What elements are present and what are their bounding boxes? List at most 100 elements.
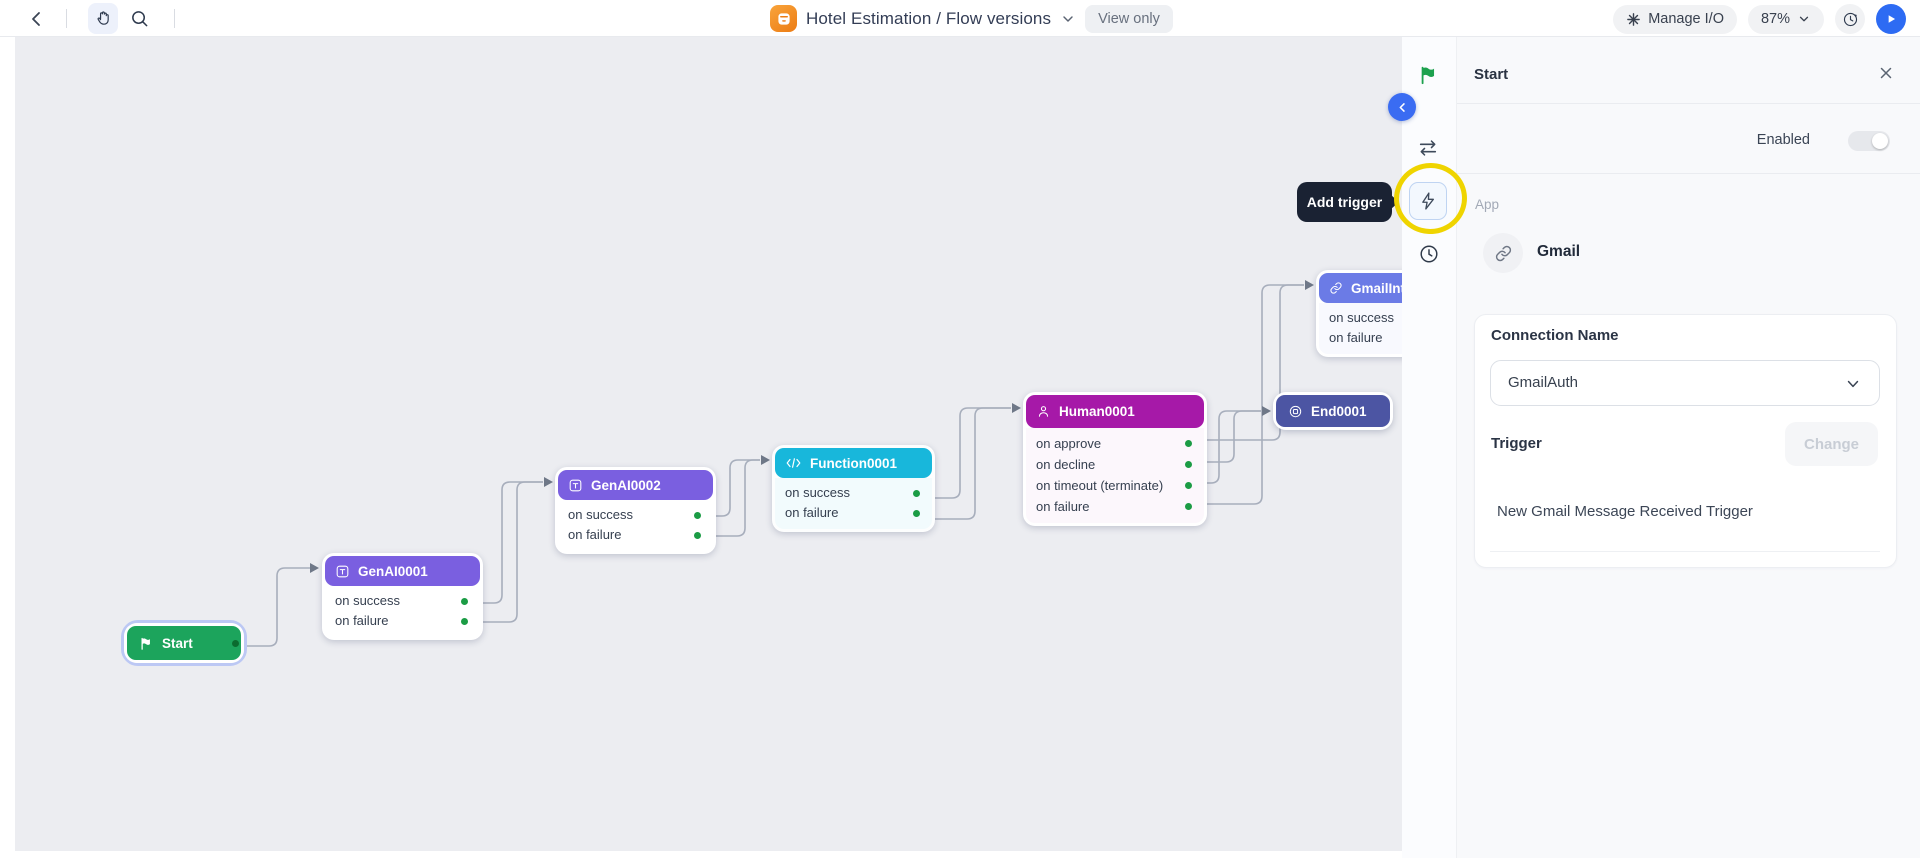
port-row[interactable]: on failure <box>325 611 480 631</box>
port-row[interactable]: on decline <box>1026 454 1204 475</box>
port-label: on failure <box>1329 330 1383 345</box>
title-chevron-down-icon[interactable] <box>1060 11 1076 27</box>
clock-icon <box>1420 245 1438 263</box>
port-row[interactable]: on success <box>558 505 713 525</box>
start-flag-indicator <box>1415 61 1443 89</box>
port-row[interactable]: on success <box>775 483 932 503</box>
change-trigger-button[interactable]: Change <box>1785 422 1878 466</box>
node-human0001[interactable]: Human0001 on approve on decline on timeo… <box>1023 392 1207 526</box>
trigger-label: Trigger <box>1491 435 1542 452</box>
history-button[interactable] <box>1835 4 1865 34</box>
port-dot[interactable] <box>1185 503 1192 510</box>
enabled-label: Enabled <box>1756 132 1810 148</box>
node-function0001[interactable]: Function0001 on success on failure <box>772 445 935 532</box>
breadcrumb: Hotel Estimation / Flow versions View on… <box>770 0 1173 37</box>
history-clock-icon <box>1843 12 1857 26</box>
collapse-panel-button[interactable] <box>1388 93 1416 121</box>
port-dot[interactable] <box>694 532 701 539</box>
port-row[interactable]: on failure <box>775 503 932 523</box>
node-genai0001[interactable]: GenAI0001 on success on failure <box>322 553 483 640</box>
code-icon <box>786 458 801 468</box>
selection-ring: Start <box>121 620 247 666</box>
port-dot[interactable] <box>694 512 701 519</box>
swap-arrows-icon <box>1419 140 1437 156</box>
port-dot[interactable] <box>1185 461 1192 468</box>
schedule-tool-button[interactable] <box>1416 241 1442 267</box>
flow-app-icon <box>770 5 797 32</box>
port-label: on success <box>568 507 634 522</box>
toggle-knob <box>1872 133 1888 149</box>
trigger-tool-button[interactable] <box>1409 182 1447 220</box>
hand-icon <box>96 11 109 25</box>
port-dot[interactable] <box>461 618 468 625</box>
person-icon <box>1038 406 1049 417</box>
port-label: on failure <box>785 505 839 520</box>
port-row[interactable]: on failure <box>1319 328 1402 348</box>
link-icon <box>1495 245 1511 261</box>
trigger-rail <box>1402 37 1457 858</box>
zoom-chevron-down-icon <box>1799 16 1809 22</box>
zoom-level-value: 87% <box>1760 11 1790 27</box>
close-panel-button[interactable] <box>1877 64 1897 84</box>
back-chevron-icon <box>32 11 40 26</box>
flag-icon <box>141 637 150 650</box>
back-button[interactable] <box>22 3 52 34</box>
port-row[interactable]: on approve <box>1026 433 1204 454</box>
search-button[interactable] <box>124 3 154 34</box>
port-dot[interactable] <box>461 598 468 605</box>
view-only-badge: View only <box>1085 4 1173 33</box>
toolbar-right-group: Manage I/O 87% <box>1613 4 1906 34</box>
port-dot[interactable] <box>1185 440 1192 447</box>
port-dot[interactable] <box>913 490 920 497</box>
add-trigger-tooltip[interactable]: Add trigger <box>1297 182 1399 222</box>
page-title: Hotel Estimation / Flow versions <box>806 8 1052 28</box>
port-label: on failure <box>568 527 622 542</box>
port-row[interactable]: on failure <box>558 525 713 545</box>
port-row[interactable]: on timeout (terminate) <box>1026 475 1204 496</box>
app-section-label: App <box>1475 197 1500 212</box>
hand-tool-button[interactable] <box>88 3 118 34</box>
enabled-toggle[interactable] <box>1848 131 1890 151</box>
run-button[interactable] <box>1876 4 1906 34</box>
node-gmailint[interactable]: GmailInt on success on failure <box>1316 270 1402 357</box>
input-arrow-icon <box>761 455 770 465</box>
node-label: GenAI0001 <box>358 563 428 579</box>
port-row[interactable]: on success <box>325 591 480 611</box>
port-label: on failure <box>335 613 389 628</box>
genai-icon <box>569 479 582 491</box>
play-icon <box>1888 15 1896 23</box>
node-label: Start <box>162 635 193 651</box>
manage-io-button[interactable]: Manage I/O <box>1613 4 1737 34</box>
node-start[interactable]: Start <box>124 623 244 663</box>
panel-title: Start <box>1474 66 1509 83</box>
port-row[interactable]: on failure <box>1026 496 1204 517</box>
node-end0001[interactable]: End0001 <box>1273 392 1393 430</box>
zoom-level-select[interactable]: 87% <box>1747 4 1824 34</box>
connector-lines <box>240 284 1304 647</box>
connection-select[interactable]: GmailAuth <box>1490 360 1880 406</box>
port-label: on success <box>1329 310 1395 325</box>
port-label: on failure <box>1036 499 1090 514</box>
port-dot[interactable] <box>1185 482 1192 489</box>
port-label: on success <box>785 485 851 500</box>
end-icon <box>1289 405 1302 417</box>
connection-name-label: Connection Name <box>1491 327 1619 344</box>
node-genai0002[interactable]: GenAI0002 on success on failure <box>555 467 716 554</box>
node-label: GmailInt <box>1351 280 1402 296</box>
input-arrow-icon <box>1305 280 1314 290</box>
port-label: on approve <box>1036 436 1102 451</box>
port-dot[interactable] <box>913 510 920 517</box>
output-port[interactable] <box>232 639 239 647</box>
flow-canvas[interactable]: Start GenAI0001 on success on failure Ge… <box>15 37 1402 851</box>
chevron-left-icon <box>1399 102 1405 112</box>
link-icon <box>1330 282 1342 294</box>
port-row[interactable]: on success <box>1319 308 1402 328</box>
port-label: on decline <box>1036 457 1096 472</box>
node-label: Function0001 <box>810 455 898 471</box>
node-label: GenAI0002 <box>591 477 661 493</box>
port-label: on timeout (terminate) <box>1036 478 1164 493</box>
toolbar-divider <box>174 9 175 28</box>
trigger-config-card: Connection Name GmailAuth Trigger Change… <box>1474 314 1897 568</box>
trigger-name: New Gmail Message Received Trigger <box>1497 503 1753 520</box>
flow-transfer-button[interactable] <box>1413 134 1443 162</box>
